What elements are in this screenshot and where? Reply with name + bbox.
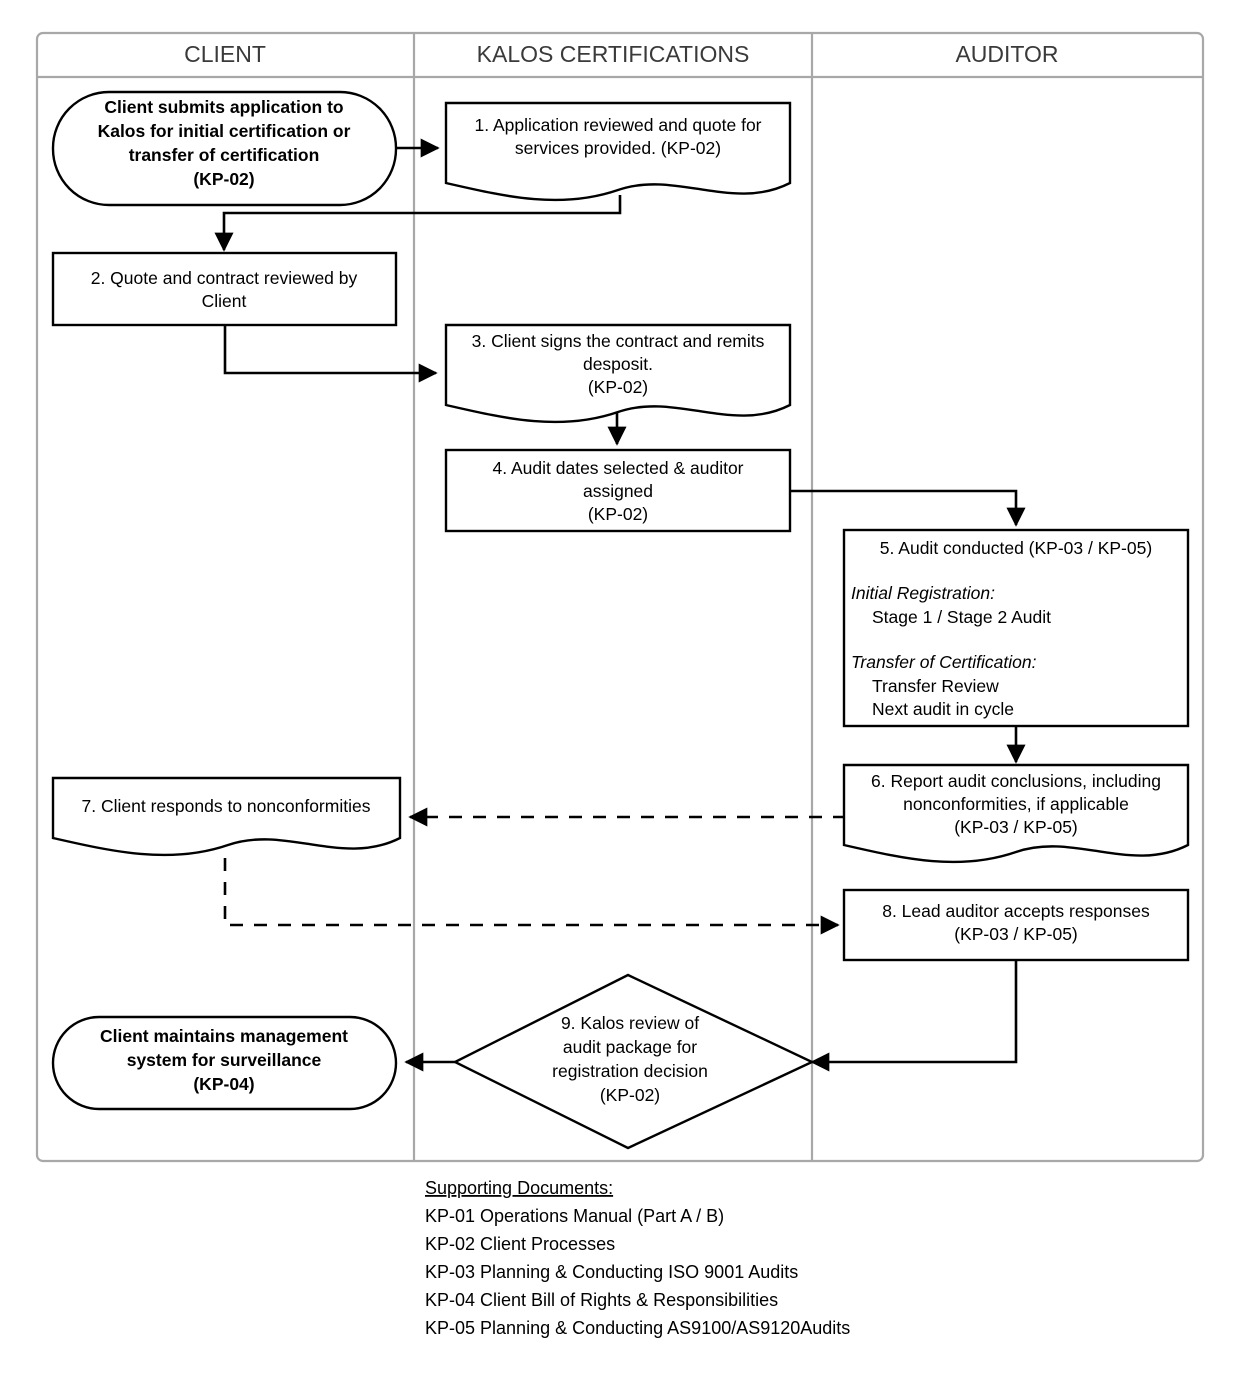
step6-document-shape: [842, 763, 1190, 864]
step5-section-1-item-1: Stage 1 / Stage 2 Audit: [872, 607, 1051, 627]
node-end[interactable]: Client maintains management system for s…: [51, 1015, 398, 1111]
supporting-documents-heading: Supporting Documents:: [425, 1178, 613, 1198]
start-line-3: transfer of certification: [129, 145, 320, 165]
step2-process-shape: [51, 251, 398, 327]
step3-line-2: desposit.: [583, 354, 653, 374]
step4-line-3: (KP-02): [588, 504, 648, 524]
end-line-1: Client maintains management: [100, 1026, 348, 1046]
node-step8[interactable]: 8. Lead auditor accepts responses (KP-03…: [842, 888, 1190, 962]
step5-process-shape: [842, 528, 1190, 728]
step4-line-1: 4. Audit dates selected & auditor: [493, 458, 744, 478]
step5-section-2-item-1: Transfer Review: [872, 676, 999, 696]
supporting-document-item-1: KP-01 Operations Manual (Part A / B): [425, 1206, 724, 1226]
start-line-1: Client submits application to: [104, 97, 343, 117]
connector-step1-to-step2: [214, 195, 622, 252]
step1-document-shape: [444, 101, 792, 202]
start-line-2: Kalos for initial certification or: [98, 121, 351, 141]
step3-document-shape: [444, 323, 792, 424]
node-step4[interactable]: 4. Audit dates selected & auditor assign…: [444, 448, 792, 533]
swimlane-frame: [35, 31, 1205, 1163]
step5-section-1-heading: Initial Registration:: [851, 583, 995, 603]
node-step6[interactable]: 6. Report audit conclusions, including n…: [842, 763, 1190, 864]
step8-line-2: (KP-03 / KP-05): [954, 924, 1078, 944]
end-line-3: (KP-04): [193, 1074, 254, 1094]
step9-decision-shape: [452, 973, 815, 1150]
end-terminator-shape: [51, 1015, 398, 1111]
start-line-4: (KP-02): [193, 169, 254, 189]
step8-process-shape: [842, 888, 1190, 962]
step4-process-shape: [444, 448, 792, 533]
start-terminator-shape: [51, 90, 398, 207]
supporting-document-item-5: KP-05 Planning & Conducting AS9100/AS912…: [425, 1318, 850, 1338]
step9-line-1: 9. Kalos review of: [561, 1013, 699, 1033]
step2-line-2: Client: [202, 291, 247, 311]
node-step1[interactable]: 1. Application reviewed and quote for se…: [444, 101, 792, 202]
step9-line-4: (KP-02): [600, 1085, 660, 1105]
connector-step4-to-step5: [790, 489, 1026, 527]
node-step5[interactable]: 5. Audit conducted (KP-03 / KP-05) Initi…: [842, 528, 1190, 728]
step2-line-1: 2. Quote and contract reviewed by: [91, 268, 358, 288]
step7-document-shape: [51, 776, 402, 857]
step4-line-2: assigned: [583, 481, 653, 501]
connector-step8-to-step9: [810, 960, 1018, 1072]
step7-line-1: 7. Client responds to nonconformities: [82, 796, 371, 816]
node-step2[interactable]: 2. Quote and contract reviewed by Client: [51, 251, 398, 327]
step9-line-2: audit package for: [563, 1037, 697, 1057]
lane-header-auditor: AUDITOR: [955, 41, 1058, 67]
step1-line-2: services provided. (KP-02): [515, 138, 721, 158]
step5-section-2-heading: Transfer of Certification:: [851, 652, 1037, 672]
lane-header-kalos: KALOS CERTIFICATIONS: [477, 41, 750, 67]
step8-line-1: 8. Lead auditor accepts responses: [882, 901, 1150, 921]
supporting-document-item-2: KP-02 Client Processes: [425, 1234, 615, 1254]
connector-step7-to-step8: [223, 858, 840, 935]
connector-step2-to-step3: [223, 325, 438, 383]
node-step7[interactable]: 7. Client responds to nonconformities: [51, 776, 402, 857]
supporting-document-item-4: KP-04 Client Bill of Rights & Responsibi…: [425, 1290, 778, 1310]
step3-line-1: 3. Client signs the contract and remits: [472, 331, 765, 351]
node-step9[interactable]: 9. Kalos review of audit package for reg…: [452, 973, 815, 1150]
step6-line-1: 6. Report audit conclusions, including: [871, 771, 1161, 791]
supporting-document-item-3: KP-03 Planning & Conducting ISO 9001 Aud…: [425, 1262, 798, 1282]
node-start[interactable]: Client submits application to Kalos for …: [51, 90, 398, 207]
step9-line-3: registration decision: [552, 1061, 708, 1081]
step5-section-2-item-2: Next audit in cycle: [872, 699, 1014, 719]
step6-line-2: nonconformities, if applicable: [903, 794, 1129, 814]
step6-line-3: (KP-03 / KP-05): [954, 817, 1078, 837]
end-line-2: system for surveillance: [127, 1050, 322, 1070]
step1-line-1: 1. Application reviewed and quote for: [475, 115, 762, 135]
supporting-documents-block: Supporting Documents: KP-01 Operations M…: [425, 1178, 850, 1338]
step3-line-3: (KP-02): [588, 377, 648, 397]
step5-title: 5. Audit conducted (KP-03 / KP-05): [880, 538, 1152, 558]
node-step3[interactable]: 3. Client signs the contract and remits …: [444, 323, 792, 424]
lane-header-client: CLIENT: [184, 41, 266, 67]
